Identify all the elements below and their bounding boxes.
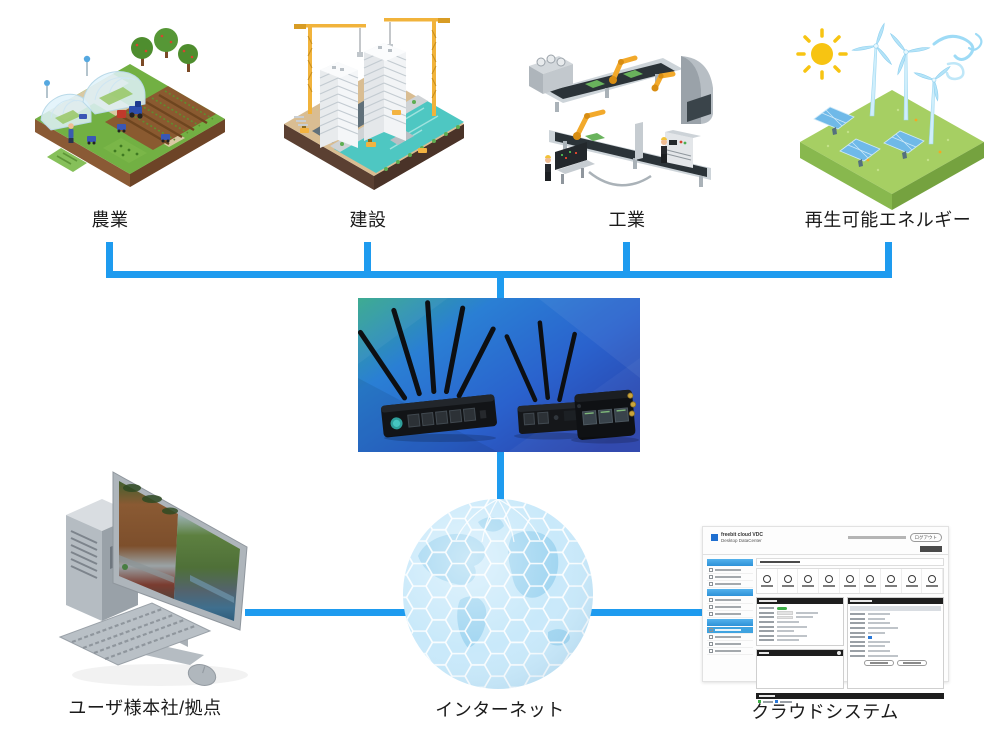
user-pc-illustration [58, 471, 248, 686]
cloud-toolbar-button [860, 569, 882, 593]
cloud-lang-button [920, 546, 942, 552]
farm-vehicles [79, 101, 170, 145]
greenhouses [40, 55, 146, 131]
sun-icon [796, 28, 848, 80]
cloud-system-screenshot: freebit cloud VDC Desktop DataCenter ログア… [702, 526, 949, 704]
router-left [358, 300, 497, 442]
right-machine [681, 56, 713, 124]
cloud-sidebar-section [707, 559, 753, 566]
connector-construction-stub [364, 242, 371, 273]
label-industry: 工業 [608, 210, 646, 230]
label-user-headquarters: ユーザ様本社/拠点 [68, 698, 222, 718]
cloud-sidebar-item [707, 641, 753, 648]
cloud-breadcrumb [756, 558, 944, 566]
wind-turbines [851, 22, 951, 145]
label-agriculture: 農業 [91, 210, 129, 230]
control-desk [555, 142, 652, 187]
inspection-machine [635, 122, 701, 168]
plowed-field [105, 86, 216, 150]
solar-panels [813, 106, 925, 167]
construction-vehicles [294, 110, 427, 153]
cloud-brand-line1: freebit cloud VDC [721, 531, 763, 538]
left-machine [529, 54, 573, 94]
crane-left [294, 24, 366, 114]
cloud-sidebar-section [707, 589, 753, 596]
cloud-toolbar-button [881, 569, 902, 593]
label-construction: 建設 [349, 210, 387, 230]
cloud-footer-bar [756, 692, 944, 699]
router-right [571, 389, 639, 444]
agriculture-illustration [35, 28, 225, 187]
tower-building-right [363, 43, 407, 141]
cloud-toolbar [756, 568, 944, 594]
cloud-sidebar-item [707, 581, 753, 588]
connector-industry-stub [623, 242, 630, 273]
cloud-sidebar-item [707, 597, 753, 604]
cloud-toolbar-button [840, 569, 861, 593]
router-middle [504, 320, 586, 440]
lower-conveyor [549, 130, 711, 187]
connector-internet-to-cloud [588, 609, 706, 616]
memo-edit-button [837, 650, 841, 655]
connector-renewable-stub [885, 242, 892, 278]
label-cloud-system: クラウドシステム [751, 702, 899, 722]
connector-pc-to-internet [245, 609, 410, 616]
construction-illustration [284, 18, 464, 190]
cloud-toolbar-button [798, 569, 820, 593]
cloud-action-button [864, 659, 894, 666]
tower-building-left [319, 62, 359, 148]
crop-patches [47, 138, 147, 172]
connector-agriculture-stub [106, 242, 113, 273]
wind-swirl-icon [932, 32, 983, 81]
cloud-action-button [897, 659, 927, 666]
cloud-brand-line2: Desktop DataCenter [721, 537, 762, 543]
label-renewable-energy: 再生可能エネルギー [804, 210, 972, 230]
label-internet: インターネット [435, 700, 565, 720]
cloud-logout-button: ログアウト [909, 533, 942, 542]
cloud-sidebar-item [707, 604, 753, 611]
workers [545, 137, 667, 181]
pc-keyboard [58, 602, 212, 666]
connector-top-bus [106, 271, 892, 278]
cloud-status-row [756, 699, 944, 705]
cloud-toolbar-button [757, 569, 778, 593]
cloud-sidebar-item [707, 611, 753, 618]
cloud-toolbar-button [902, 569, 923, 593]
cloud-subheader [703, 546, 948, 555]
renewable-energy-illustration [796, 22, 984, 210]
trees [131, 28, 198, 72]
connector-bus-to-router [497, 277, 504, 300]
cloud-memo-panel [756, 648, 844, 689]
pc-mouse [187, 664, 217, 686]
cloud-sidebar-item [707, 634, 753, 641]
cloud-status-panel [756, 597, 844, 646]
industry-illustration [529, 54, 713, 187]
cloud-info-panel [847, 597, 944, 689]
pc-monitor [112, 471, 248, 665]
cloud-sidebar-section [707, 619, 753, 626]
cloud-sidebar-item [707, 574, 753, 581]
cloud-logo-icon [711, 534, 718, 541]
cloud-sidebar-item [707, 567, 753, 574]
cloud-toolbar-button [778, 569, 799, 593]
cloud-sidebar-item [707, 648, 753, 655]
cloud-sidebar [707, 558, 753, 705]
router-devices-image [358, 298, 640, 452]
internet-globe [403, 499, 593, 689]
farmer-figure [68, 123, 74, 143]
cloud-toolbar-button [819, 569, 840, 593]
cloud-header: freebit cloud VDC Desktop DataCenter ログア… [703, 527, 948, 546]
connector-router-to-internet [497, 450, 504, 505]
cloud-sidebar-item-selected [707, 627, 753, 634]
cloud-account-text [847, 536, 906, 539]
cloud-toolbar-button [922, 569, 944, 593]
